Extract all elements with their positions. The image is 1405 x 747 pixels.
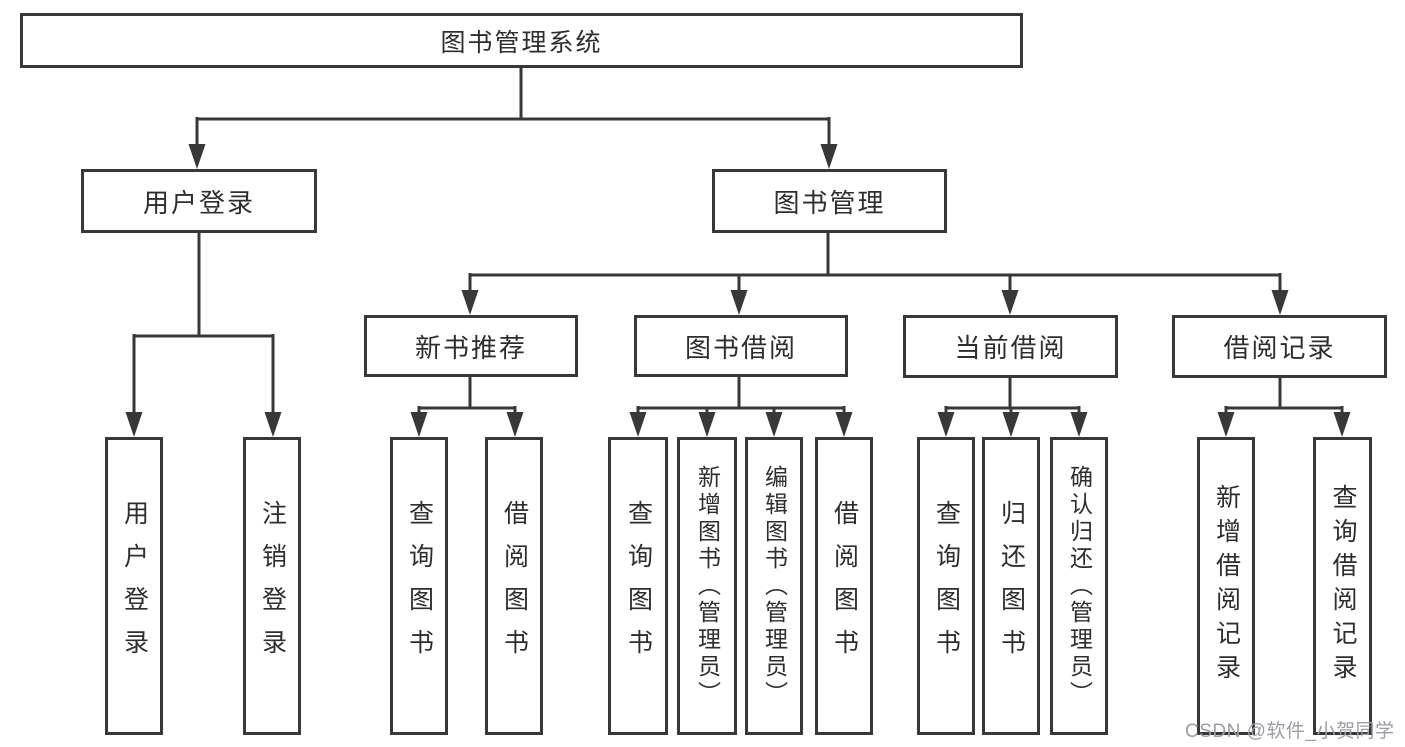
leaf-current-confirm-admin-label: 确认归还（管理员） bbox=[1066, 464, 1093, 708]
connector-book-borrow-to-leaves bbox=[636, 376, 846, 414]
arrowhead bbox=[1001, 290, 1019, 315]
arrowhead bbox=[410, 412, 428, 437]
arrowhead bbox=[1217, 412, 1235, 437]
leaf-user-login: 用户登录 bbox=[105, 437, 163, 735]
arrowhead bbox=[835, 412, 853, 437]
node-user-login-label: 用户登录 bbox=[142, 187, 255, 218]
leaf-borrow-edit-admin: 编辑图书（管理员） bbox=[745, 437, 803, 735]
arrowhead bbox=[765, 412, 783, 437]
node-root: 图书管理系统 bbox=[20, 13, 1023, 68]
leaf-borrow-add-admin-label: 新增图书（管理员） bbox=[694, 464, 721, 708]
arrowhead bbox=[730, 290, 748, 315]
connector-book-mgmt-to-level3 bbox=[468, 233, 1282, 292]
leaf-borrow-borrow: 借阅图书 bbox=[815, 437, 873, 735]
node-borrow-records-label: 借阅记录 bbox=[1223, 333, 1336, 363]
leaf-new-book-query: 查询图书 bbox=[390, 437, 448, 735]
leaf-records-query: 查询借阅记录 bbox=[1313, 437, 1372, 735]
leaf-current-query: 查询图书 bbox=[917, 437, 975, 735]
node-book-mgmt-label: 图书管理 bbox=[773, 187, 886, 218]
arrowhead bbox=[629, 412, 647, 437]
connector-user-login-to-leaves bbox=[132, 233, 275, 414]
arrowhead bbox=[1002, 412, 1020, 437]
connector-new-book-to-leaves bbox=[417, 376, 517, 414]
node-book-borrow: 图书借阅 bbox=[634, 315, 848, 377]
arrowhead bbox=[937, 412, 955, 437]
connector-current-borrow-to-leaves bbox=[944, 378, 1081, 414]
arrowhead bbox=[1070, 412, 1088, 437]
leaf-borrow-query-label: 查询图书 bbox=[624, 500, 653, 672]
node-user-login: 用户登录 bbox=[81, 169, 317, 233]
arrowhead bbox=[1271, 290, 1289, 315]
connector-borrow-records-to-leaves bbox=[1224, 378, 1344, 414]
node-current-borrow-label: 当前借阅 bbox=[954, 333, 1067, 363]
arrowhead bbox=[698, 412, 716, 437]
arrowhead bbox=[188, 144, 206, 169]
leaf-new-book-query-label: 查询图书 bbox=[405, 500, 434, 672]
leaf-new-book-borrow-label: 借阅图书 bbox=[500, 500, 529, 672]
leaf-records-add-label: 新增借阅记录 bbox=[1212, 484, 1241, 688]
leaf-records-query-label: 查询借阅记录 bbox=[1329, 484, 1357, 688]
leaf-borrow-query: 查询图书 bbox=[608, 437, 668, 735]
leaf-borrow-borrow-label: 借阅图书 bbox=[830, 500, 859, 672]
node-new-book-rec: 新书推荐 bbox=[364, 315, 578, 377]
leaf-records-add: 新增借阅记录 bbox=[1197, 437, 1255, 735]
leaf-new-book-borrow: 借阅图书 bbox=[485, 437, 543, 735]
arrowhead bbox=[125, 412, 143, 437]
node-borrow-records: 借阅记录 bbox=[1172, 315, 1387, 378]
leaf-logout-label: 注销登录 bbox=[258, 500, 287, 672]
leaf-current-return: 归还图书 bbox=[982, 437, 1040, 735]
connector-root-to-level2 bbox=[195, 67, 831, 146]
node-new-book-rec-label: 新书推荐 bbox=[414, 332, 527, 363]
node-book-mgmt: 图书管理 bbox=[712, 169, 947, 233]
leaf-current-return-label: 归还图书 bbox=[997, 500, 1026, 672]
leaf-user-login-label: 用户登录 bbox=[120, 500, 149, 672]
arrowhead bbox=[820, 144, 838, 169]
leaf-current-query-label: 查询图书 bbox=[932, 500, 961, 672]
arrowhead bbox=[461, 290, 479, 315]
arrowhead bbox=[264, 412, 282, 437]
leaf-borrow-add-admin: 新增图书（管理员） bbox=[677, 437, 737, 735]
arrowhead bbox=[506, 412, 524, 437]
leaf-logout: 注销登录 bbox=[243, 437, 301, 735]
watermark: CSDN @软件_小贺同学 bbox=[1185, 721, 1395, 742]
node-current-borrow: 当前借阅 bbox=[903, 315, 1118, 378]
leaf-borrow-edit-admin-label: 编辑图书（管理员） bbox=[761, 464, 788, 708]
node-root-label: 图书管理系统 bbox=[440, 28, 603, 57]
leaf-current-confirm-admin: 确认归还（管理员） bbox=[1050, 437, 1108, 735]
arrowhead bbox=[1333, 412, 1351, 437]
node-book-borrow-label: 图书借阅 bbox=[684, 332, 797, 363]
